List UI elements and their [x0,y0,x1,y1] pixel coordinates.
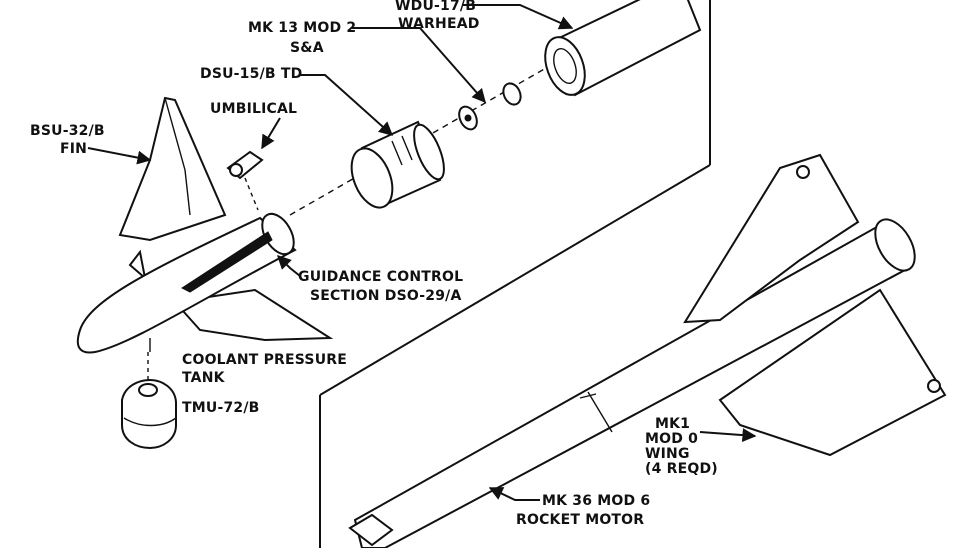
leader-rocket-motor [488,487,540,501]
label-tmu: TMU-72/B [182,400,260,416]
coolant-tank-part [121,352,177,450]
leader-fin [87,147,152,165]
label-fin: BSU-32/B FIN [30,123,105,157]
label-safe-arm: MK 13 MOD 2 S&A [248,20,356,56]
svg-text:TMU-72/B: TMU-72/B [182,400,260,416]
svg-text:UMBILICAL: UMBILICAL [210,101,297,117]
leader-safe-arm [352,27,486,104]
label-coolant-tank: COOLANT PRESSURE TANK [182,352,347,386]
leader-wing [699,428,757,443]
svg-text:MK 36 MOD 6: MK 36 MOD 6 [542,493,650,509]
label-umbilical: UMBILICAL [210,101,297,117]
svg-text:MK 13 MOD 2: MK 13 MOD 2 [248,20,356,36]
svg-text:MOD 0: MOD 0 [645,431,698,447]
svg-text:MK1: MK1 [655,416,690,432]
umbilical-part [226,150,264,211]
panel-divider [319,0,711,548]
svg-text:TANK: TANK [182,370,226,386]
leader-warhead [462,4,574,30]
svg-text:(4 REQD): (4 REQD) [645,461,718,477]
safe-arm-part [458,82,522,131]
rocket-motor-part [348,218,916,548]
label-guidance: GUIDANCE CONTROL SECTION DSO-29/A [298,269,463,304]
label-target-detector: DSU-15/B TD [200,66,302,82]
leader-guidance [277,255,301,277]
label-rocket-motor: MK 36 MOD 6 ROCKET MOTOR [516,493,650,528]
svg-text:WING: WING [645,446,690,462]
svg-text:WARHEAD: WARHEAD [398,16,480,32]
svg-text:COOLANT PRESSURE: COOLANT PRESSURE [182,352,347,368]
svg-text:FIN: FIN [60,141,87,157]
target-detector-part [350,120,445,209]
label-wing: MK1 MOD 0 WING (4 REQD) [645,416,718,477]
wing-part [683,153,947,457]
svg-text:WDU-17/B: WDU-17/B [395,0,476,14]
svg-text:BSU-32/B: BSU-32/B [30,123,105,139]
svg-text:S&A: S&A [290,40,324,56]
leader-target-detector [300,74,394,136]
svg-text:ROCKET MOTOR: ROCKET MOTOR [516,512,644,528]
svg-text:GUIDANCE CONTROL: GUIDANCE CONTROL [298,269,463,285]
svg-text:DSU-15/B TD: DSU-15/B TD [200,66,302,82]
warhead-part [544,0,702,97]
guidance-section-part [76,212,297,354]
leader-umbilical [261,117,281,150]
svg-text:SECTION DSO-29/A: SECTION DSO-29/A [310,288,461,304]
